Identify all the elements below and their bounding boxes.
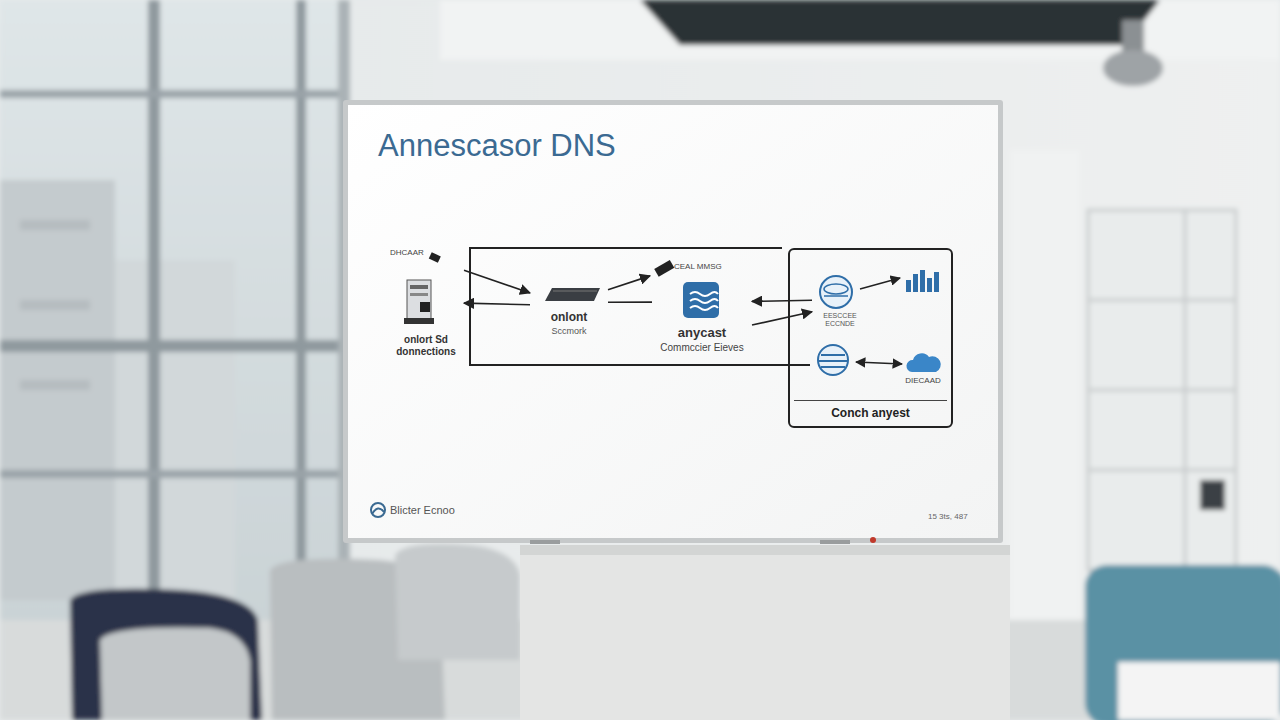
sofa: [1085, 565, 1280, 720]
leader-arrow: [856, 362, 902, 364]
ceiling: [440, 0, 1280, 60]
shelf-object: [1200, 480, 1225, 510]
server-base: [404, 318, 434, 324]
connector-arrow: [752, 312, 812, 325]
node-label: onlort Sd donnections: [391, 334, 461, 357]
chart-bar: [927, 278, 932, 292]
server-node: DHCAAR onlort Sd donnections: [388, 248, 464, 364]
connector-arrow: [464, 303, 530, 305]
disk-icon: [818, 345, 848, 375]
building-floor: [20, 220, 90, 230]
chart-bar: [934, 272, 939, 292]
chart-bar: [920, 270, 925, 292]
building-floor: [20, 380, 90, 390]
disk-stripe: [819, 360, 847, 362]
cloud-icon: [906, 353, 940, 372]
plug-icon: [429, 252, 441, 263]
node-label: onlont: [530, 311, 608, 325]
router-icon: [820, 276, 852, 308]
router-line: [824, 295, 848, 297]
connector-arrow: [608, 276, 650, 290]
group-frame: [470, 248, 810, 365]
anycast-icon: [683, 282, 719, 318]
group-box: Conch anyest EESCCEE ECCNDE DIECAAD: [788, 248, 953, 428]
node-label: DIECAAD: [898, 376, 948, 385]
disk-stripe: [821, 366, 845, 368]
window-mullion: [0, 90, 345, 98]
switch-node: onlontSccmork: [530, 282, 608, 340]
device-node: CEAL MMSG: [650, 257, 736, 279]
cloud-node: DIECAAD: [898, 350, 948, 388]
wave: [690, 299, 718, 303]
building: [0, 180, 115, 600]
logo-swirl: [372, 508, 384, 514]
screen-foot: [530, 540, 560, 544]
node-heading: DHCAAR: [390, 248, 450, 257]
power-light: [870, 537, 876, 543]
connector-arrow: [752, 300, 812, 301]
shelf-divider: [1184, 210, 1187, 570]
armchair: [100, 628, 250, 720]
server-icon: [407, 280, 431, 320]
screen-bezel: [343, 100, 1003, 543]
shelf-unit: [1088, 210, 1236, 570]
chart-bar: [913, 274, 918, 292]
window-mullion: [0, 470, 345, 478]
chart-bar: [906, 280, 911, 292]
server-slot: [410, 285, 428, 289]
node-label: CEAL MMSG: [674, 262, 736, 271]
shelf: [1088, 299, 1236, 302]
screen-foot: [820, 540, 850, 544]
slide-number: 15 3ts, 487: [928, 513, 968, 522]
footer-brand: Blicter Ecnoo: [390, 504, 455, 516]
window: [0, 0, 345, 650]
building: [115, 260, 235, 600]
side-table: [1118, 662, 1280, 720]
server-slot: [410, 293, 428, 296]
lamp: [1103, 50, 1163, 86]
router-ring: [824, 284, 848, 294]
window-mullion: [0, 340, 345, 352]
pedestal-top: [520, 545, 1010, 555]
armchair: [395, 544, 520, 660]
node-sublabel: Sccmork: [530, 326, 608, 336]
shelf: [1088, 469, 1236, 472]
disk-stripe: [821, 354, 845, 356]
building-floor: [20, 300, 90, 310]
connector-arrow: [608, 301, 652, 303]
switch-highlight: [553, 291, 597, 292]
wave: [690, 292, 718, 296]
pedestal: [520, 545, 1010, 720]
group-label: Conch anyest: [794, 400, 947, 421]
screen: [348, 105, 998, 538]
leader-arrow: [860, 278, 900, 289]
column: [1010, 150, 1080, 620]
switch-icon: [545, 288, 600, 301]
server-part: [420, 302, 430, 312]
shelf: [1088, 389, 1236, 392]
ceiling-panel: [640, 0, 1160, 45]
router-node: EESCCEE ECCNDE: [812, 272, 868, 334]
device-icon: [654, 260, 674, 277]
connector-arrow: [464, 270, 530, 293]
anycast-node: anycastCommccier Eieves: [652, 278, 752, 358]
node-label: anycast: [652, 326, 752, 341]
wave: [690, 306, 718, 310]
node-sublabel: Commccier Eieves: [652, 342, 752, 354]
logo-mark: [371, 503, 385, 517]
node-label: EESCCEE ECCNDE: [812, 312, 868, 328]
slide-title: Annescasor DNS: [378, 128, 616, 164]
armchair: [70, 589, 262, 720]
